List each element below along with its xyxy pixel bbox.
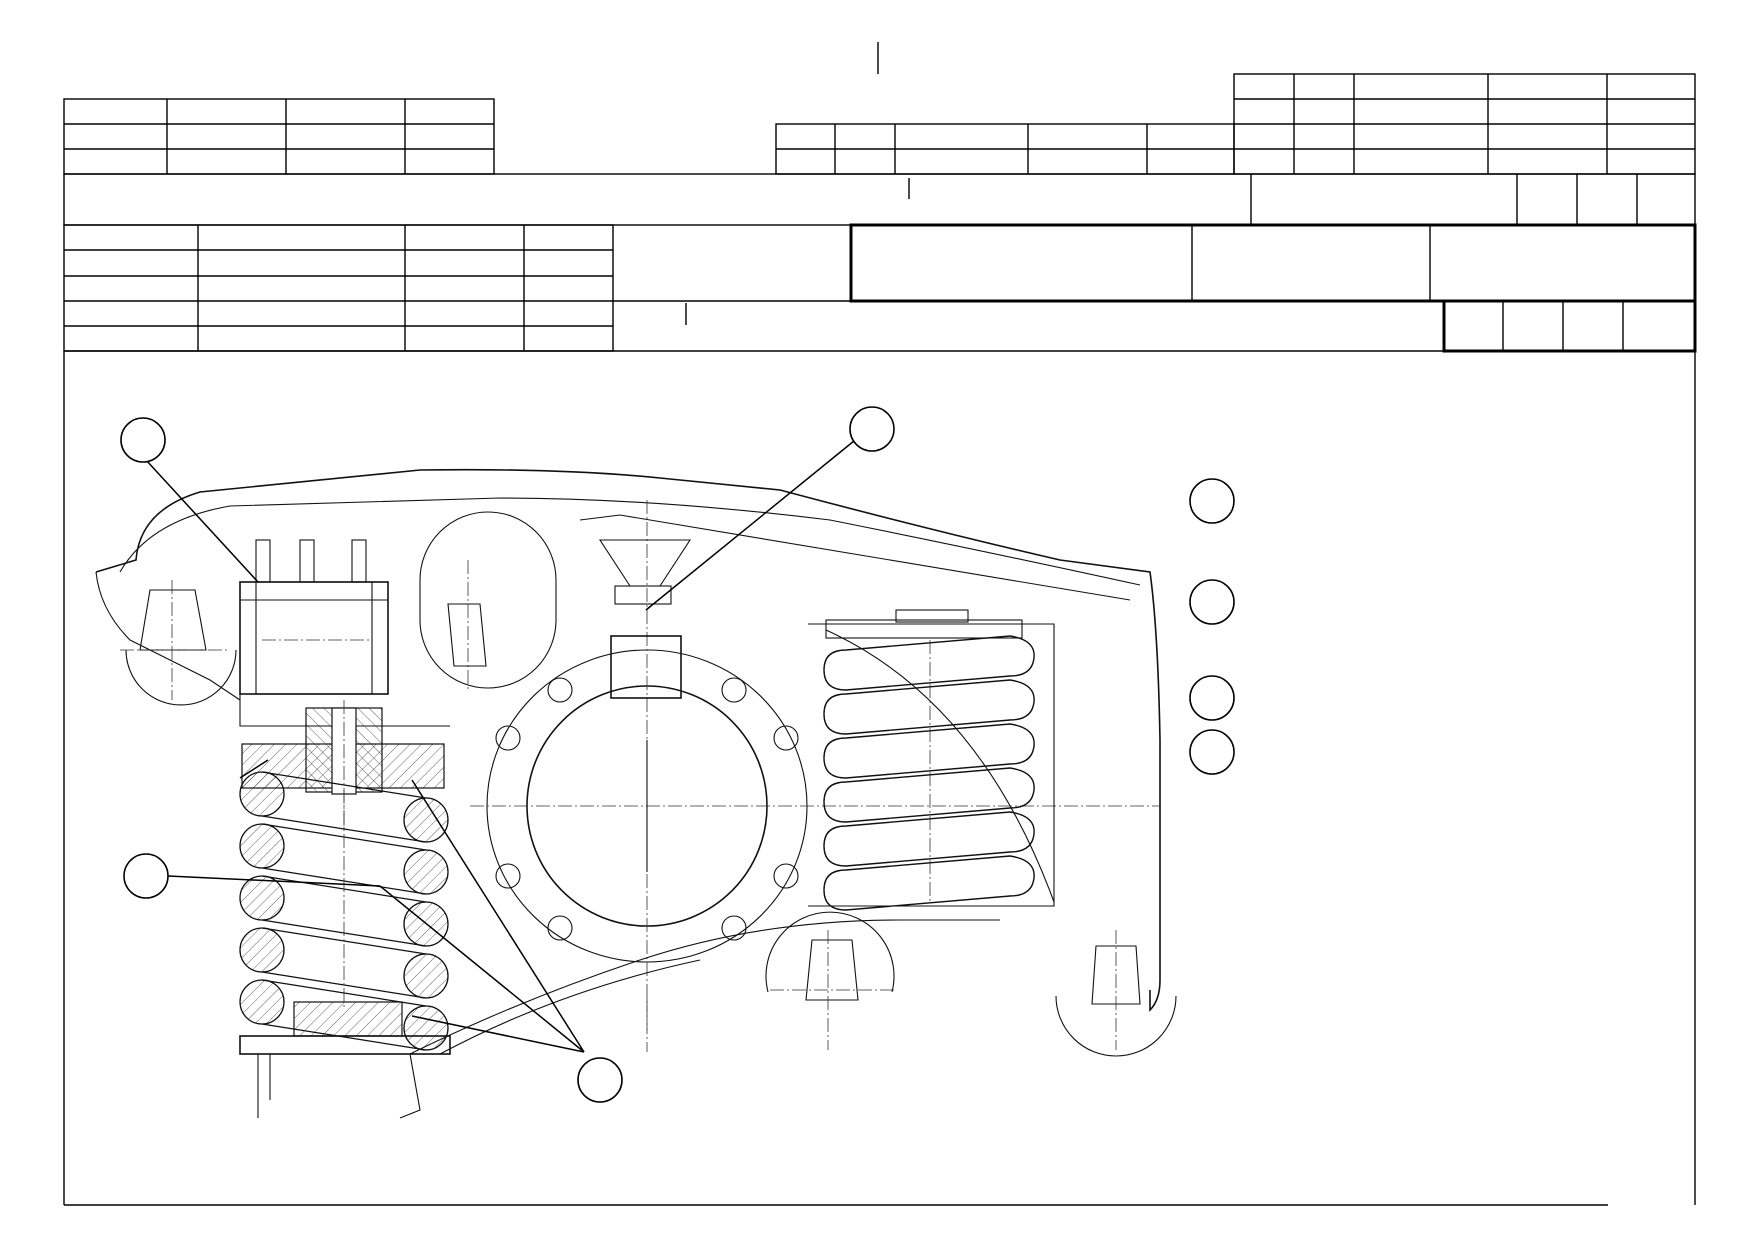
callout-bubble-2 xyxy=(849,406,895,452)
callout-bubble-3 xyxy=(1189,478,1235,524)
spring-coil-line xyxy=(261,1023,427,1051)
callout-bubble-1 xyxy=(120,417,166,463)
callout-bubble-4 xyxy=(1189,579,1235,625)
spring-coil xyxy=(823,679,1035,735)
lower-spring-seat xyxy=(239,1001,451,1119)
callout-bubble-6 xyxy=(1189,729,1235,775)
central-flange xyxy=(470,500,1160,1030)
clamp-block xyxy=(239,539,450,727)
spring-coil xyxy=(823,855,1035,911)
spring-wire-section xyxy=(239,875,285,921)
spring-wire-section xyxy=(239,771,285,817)
name-row xyxy=(63,173,1696,226)
right-coil-spring xyxy=(823,635,1035,911)
housing-outline xyxy=(95,468,1161,1012)
callout-bubble-7 xyxy=(123,853,169,899)
spring-wire-section xyxy=(239,823,285,869)
signature-table xyxy=(63,224,1444,352)
designation-block xyxy=(849,223,1697,353)
right-spring-housing xyxy=(808,609,1055,907)
spring-coil xyxy=(823,767,1035,823)
left-lug xyxy=(120,580,237,706)
middle-upper-table xyxy=(775,123,1235,175)
spring-wire-section xyxy=(239,979,285,1025)
right-upper-table xyxy=(1233,73,1696,175)
spring-coil xyxy=(823,635,1035,691)
callouts xyxy=(120,406,1235,1103)
left-upper-table xyxy=(63,98,495,175)
spring-coil xyxy=(823,723,1035,779)
spring-wire-section xyxy=(403,797,449,843)
callout-bubble-5 xyxy=(1189,675,1235,721)
spring-wire-section xyxy=(239,927,285,973)
drawing-frame xyxy=(63,350,1696,1206)
spring-wire-section xyxy=(403,1005,449,1051)
spring-wire-section xyxy=(403,953,449,999)
title-block xyxy=(63,42,1697,1206)
bottom-lugs xyxy=(409,911,1177,1057)
spring-coil xyxy=(823,811,1035,867)
upper-pocket xyxy=(419,511,557,690)
callout-bubble-8 xyxy=(577,1057,623,1103)
spring-coil-line xyxy=(261,771,427,799)
assembly-drawing xyxy=(95,468,1177,1119)
spring-wire-section xyxy=(403,849,449,895)
